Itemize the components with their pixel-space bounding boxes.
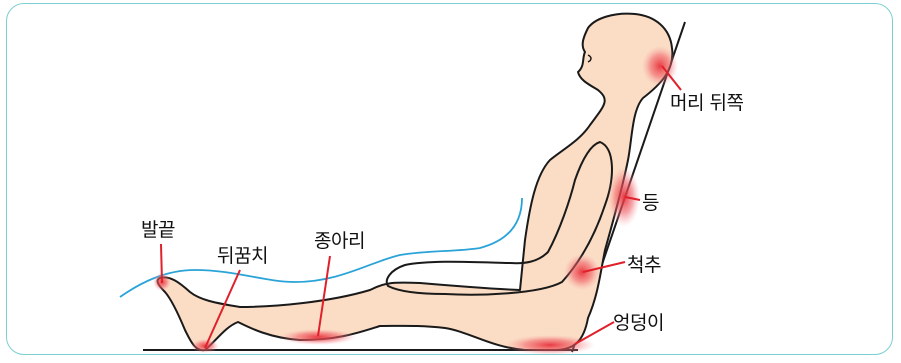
pressure-spot-back [608, 167, 640, 227]
label-calf: 종아리 [314, 226, 365, 253]
pressure-spot-spine [564, 254, 600, 290]
label-toe: 발끝 [141, 215, 175, 242]
label-back: 등 [642, 188, 659, 215]
leader-toe [161, 244, 162, 283]
label-heel: 뒤꿈치 [217, 241, 268, 268]
pressure-spot-buttocks [505, 335, 595, 355]
label-spine: 척추 [627, 250, 661, 277]
label-buttocks: 엉덩이 [613, 308, 664, 335]
body-silhouette [158, 14, 673, 351]
label-head-back: 머리 뒤쪽 [670, 88, 743, 115]
